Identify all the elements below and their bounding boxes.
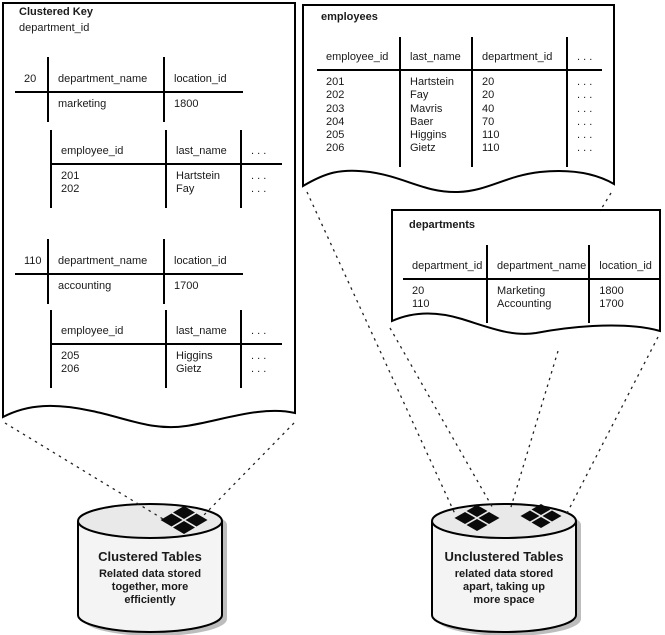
table-row: 206 Gietz . . . (50, 363, 282, 388)
column-header: last_name (165, 130, 241, 165)
table-row: 20 Marketing 1800 (403, 279, 661, 299)
employees-box-title: employees (321, 11, 378, 23)
cluster-dept-table-110: 110 department_name location_id accounti… (15, 239, 243, 305)
column-header: department_name (485, 245, 590, 280)
table-row: 201 Hartstein . . . (50, 164, 282, 184)
cluster-emp-table-20: employee_id last_name . . . 201 Hartstei… (50, 130, 282, 208)
table-row: 206 Gietz 110 . . . (317, 142, 602, 167)
table-row: 202 Fay 20 . . . (317, 89, 602, 103)
table-row: 203 Mavris 40 . . . (317, 102, 602, 116)
unclustered-cylinder-caption-line: related data stored (454, 568, 554, 580)
cluster-key-value: 20 (15, 57, 48, 93)
unclustered-cylinder-label: Unclustered Tables related data stored a… (434, 549, 574, 607)
column-header: department_name (47, 57, 164, 93)
clustered-key-subtitle: department_id (19, 22, 90, 34)
connector-dashed-line (203, 422, 295, 516)
table-row: 201 Hartstein 20 . . . (317, 70, 602, 90)
column-header: location_id (163, 239, 243, 275)
table-cell: 1800 (163, 92, 243, 123)
column-header: . . . (566, 37, 602, 71)
cluster-key-value: 110 (15, 239, 48, 275)
column-header: department_id (471, 37, 567, 71)
column-header: location_id (588, 245, 661, 280)
unclustered-cylinder-title: Unclustered Tables (444, 549, 564, 564)
column-header: . . . (240, 130, 282, 165)
connector-dashed-line (565, 336, 659, 516)
column-header: . . . (240, 310, 282, 345)
table-row: 202 Fay . . . (50, 183, 282, 208)
column-header: employee_id (50, 310, 166, 345)
connector-dashed-lines (4, 191, 659, 520)
clustered-cylinder-label: Clustered Tables Related data stored tog… (80, 549, 220, 607)
column-header: last_name (165, 310, 241, 345)
departments-box-title: departments (409, 219, 476, 231)
table-cell: accounting (47, 274, 164, 305)
diamond-cluster-icon (160, 506, 208, 534)
diamond-cluster-icon (520, 504, 562, 528)
connector-dashed-line (306, 191, 456, 515)
table-row: 205 Higgins 110 . . . (317, 129, 602, 143)
column-header: employee_id (317, 37, 400, 71)
cluster-emp-table-110: employee_id last_name . . . 205 Higgins … (50, 310, 282, 388)
table-cell: 1700 (163, 274, 243, 305)
clustered-key-title: Clustered Key (19, 6, 93, 18)
table-row: 205 Higgins . . . (50, 344, 282, 364)
unclustered-cylinder-caption-line: apart, taking up (463, 581, 545, 593)
column-header: last_name (399, 37, 472, 71)
cluster-dept-table-20: 20 department_name location_id marketing… (15, 57, 243, 123)
clustered-cylinder-caption-line: efficiently (124, 594, 176, 606)
column-header: department_id (403, 245, 487, 280)
table-row: 204 Baer 70 . . . (317, 115, 602, 130)
departments-table: department_id department_name location_i… (403, 245, 661, 323)
diamond-cluster-icon (454, 505, 500, 531)
clustered-cylinder-title: Clustered Tables (98, 549, 202, 564)
employees-table: employee_id last_name department_id . . … (317, 37, 602, 167)
clustered-cylinder-caption-line: Related data stored (98, 568, 202, 580)
table-row: 110 Accounting 1700 (403, 298, 661, 323)
clustered-cylinder-caption-line: together, more (111, 581, 189, 593)
connector-dashed-line (4, 422, 164, 520)
unclustered-cylinder-caption-line: more space (473, 594, 535, 606)
table-cell: marketing (47, 92, 164, 123)
column-header: location_id (163, 57, 243, 93)
column-header: department_name (47, 239, 164, 275)
column-header: employee_id (50, 130, 166, 165)
